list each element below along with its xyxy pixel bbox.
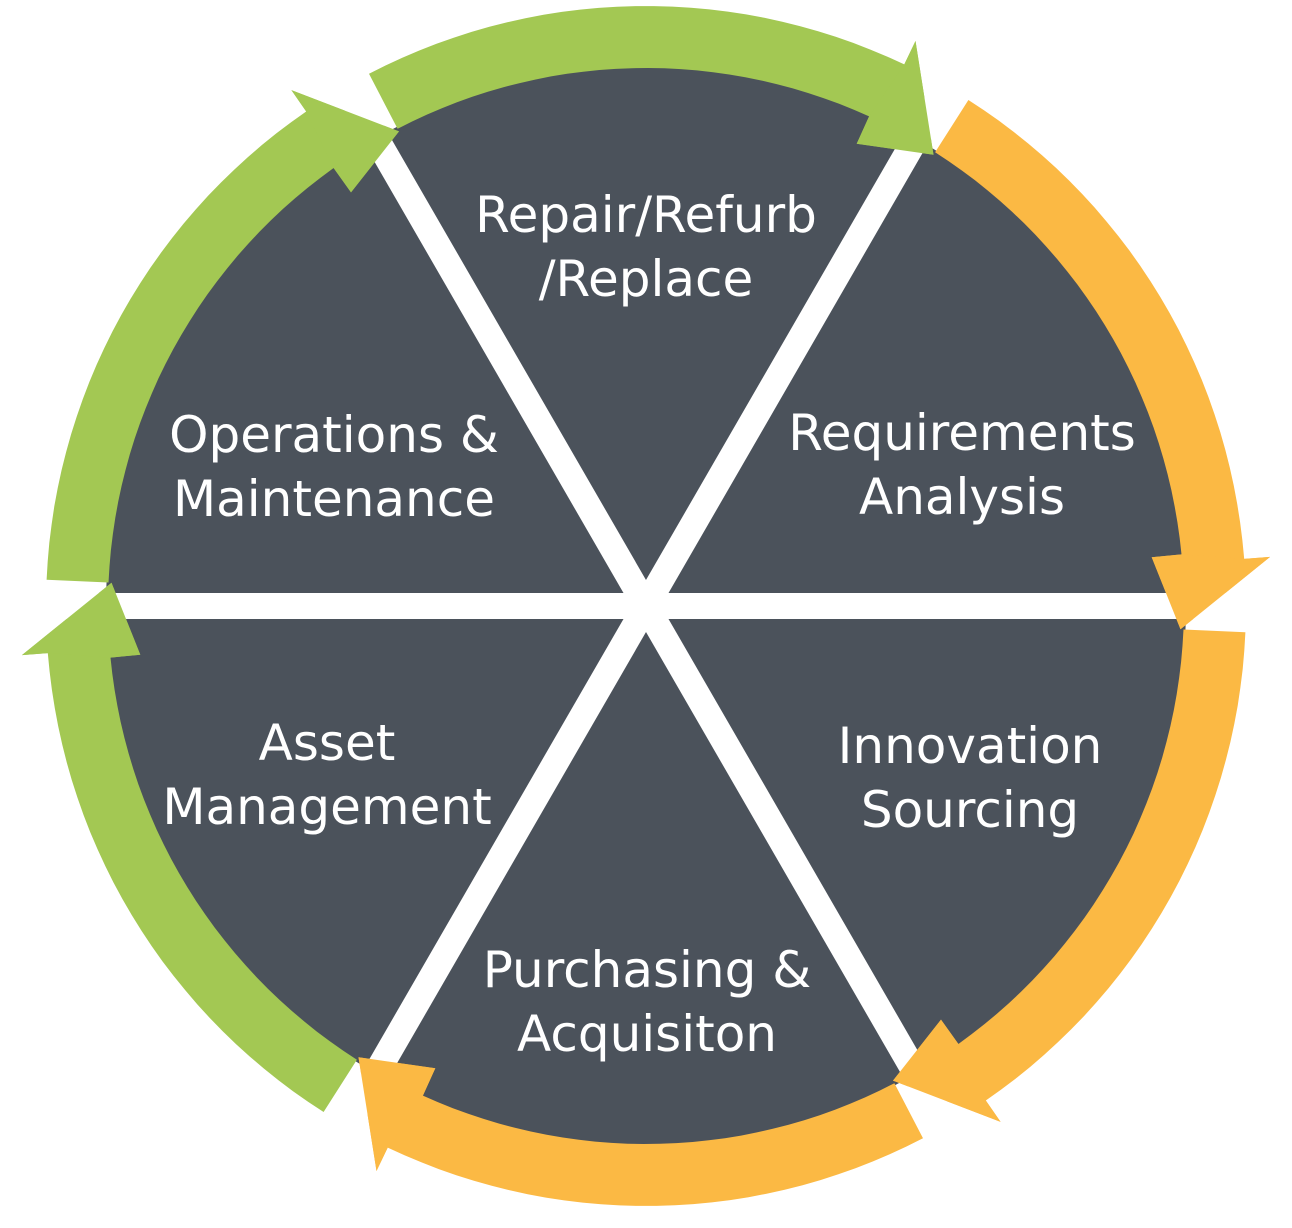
label-line: Analysis xyxy=(858,468,1066,526)
segment-label-innovation: Innovation Sourcing xyxy=(838,714,1103,842)
arrow-asset-icon xyxy=(21,582,357,1112)
label-line: Sourcing xyxy=(860,781,1080,839)
arrow-repair-icon xyxy=(369,6,934,155)
label-line: Innovation xyxy=(837,717,1103,775)
segment-label-asset: Asset Management xyxy=(162,711,491,839)
label-line: Maintenance xyxy=(172,470,495,528)
label-line: Asset xyxy=(258,714,396,772)
arrowhead-purchasing-icon xyxy=(358,1057,436,1171)
arrows-group xyxy=(6,6,1286,1206)
label-line: Requirements xyxy=(788,404,1136,462)
arrow-purchasing-icon xyxy=(358,1057,923,1206)
arrowhead-asset-icon xyxy=(21,582,141,658)
segment-label-purchasing: Purchasing & Acquisiton xyxy=(483,938,812,1066)
arrowhead-operations-icon xyxy=(291,90,399,193)
arrowhead-innovation-icon xyxy=(893,1019,1001,1122)
segment-label-operations: Operations & Maintenance xyxy=(169,403,499,531)
label-line: Operations & xyxy=(169,406,499,464)
segment-label-repair: Repair/Refurb /Replace xyxy=(475,183,817,311)
arrowhead-requirements-icon xyxy=(1151,554,1271,630)
label-line: Management xyxy=(162,778,492,836)
segment-label-requirements: Requirements Analysis xyxy=(788,401,1136,529)
arrow-requirements-icon xyxy=(935,100,1271,630)
arrowhead-repair-icon xyxy=(856,41,934,155)
label-line: /Replace xyxy=(538,250,754,308)
label-line: Purchasing & xyxy=(482,941,812,999)
label-line: Acquisiton xyxy=(517,1005,777,1063)
divider-line xyxy=(314,45,978,1167)
label-line: Repair/Refurb xyxy=(475,186,817,244)
